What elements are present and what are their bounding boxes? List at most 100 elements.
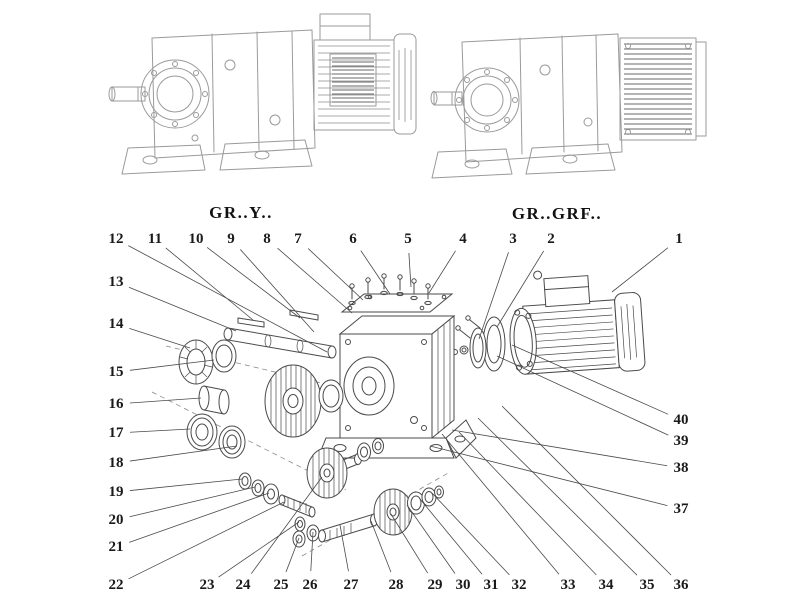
part-number-2: 2 — [547, 231, 555, 247]
input-shaft-assembly — [223, 309, 337, 359]
leader-line-9 — [240, 249, 315, 333]
leader-line-20 — [129, 486, 256, 518]
spacer-sleeve — [198, 385, 230, 415]
part-number-29: 29 — [428, 577, 443, 593]
leader-line-4 — [428, 250, 456, 294]
leader-line-2 — [496, 250, 545, 328]
leader-line-22 — [128, 501, 285, 580]
leader-line-15 — [129, 359, 215, 371]
part-number-11: 11 — [148, 231, 162, 247]
leader-line-23 — [218, 521, 300, 578]
part-number-12: 12 — [109, 231, 124, 247]
leader-line-34 — [458, 431, 597, 576]
shaft-key-2 — [289, 309, 319, 321]
leader-line-1 — [611, 247, 669, 293]
shaft-key-1 — [237, 317, 265, 328]
part-number-38: 38 — [674, 460, 689, 476]
part-number-34: 34 — [599, 577, 615, 593]
leader-line-21 — [129, 492, 270, 543]
motor-right-unit — [619, 37, 707, 141]
housing-cover — [340, 293, 454, 313]
part-number-10: 10 — [189, 231, 204, 247]
leader-line-14 — [129, 327, 191, 349]
leader-line-30 — [406, 504, 456, 574]
leader-line-13 — [128, 286, 237, 332]
leader-line-33 — [441, 433, 560, 575]
leader-line-19 — [129, 478, 243, 491]
leader-line-36 — [501, 405, 672, 576]
part-number-1: 1 — [675, 231, 683, 247]
part-number-18: 18 — [109, 455, 124, 471]
bearing-1 — [186, 413, 218, 451]
part-number-23: 23 — [200, 577, 215, 593]
part-number-39: 39 — [674, 433, 689, 449]
part-number-32: 32 — [512, 577, 527, 593]
part-number-5: 5 — [404, 231, 412, 247]
part-number-15: 15 — [109, 364, 124, 380]
gearmotor-top-right — [430, 33, 707, 179]
leader-line-17 — [129, 428, 191, 433]
output-shaft-right-unit — [430, 91, 463, 106]
leader-line-31 — [419, 498, 483, 575]
part-number-25: 25 — [274, 577, 289, 593]
part-number-7: 7 — [294, 231, 302, 247]
leader-line-26 — [310, 531, 314, 572]
part-number-40: 40 — [674, 412, 689, 428]
leader-line-32 — [431, 492, 510, 576]
part-number-35: 35 — [640, 577, 655, 593]
leader-line-5 — [408, 252, 412, 288]
leader-line-16 — [129, 397, 202, 404]
pinion-and-washers — [238, 472, 316, 532]
leader-line-28 — [370, 520, 392, 573]
output-boss-left-unit — [140, 59, 210, 129]
leader-line-25 — [285, 537, 300, 573]
output-boss-right-unit — [454, 67, 520, 133]
leader-line-40 — [511, 344, 669, 415]
large-gear — [264, 364, 322, 438]
part-number-8: 8 — [263, 231, 271, 247]
part-number-6: 6 — [349, 231, 357, 247]
leader-line-39 — [496, 355, 669, 436]
leader-line-3 — [478, 252, 509, 340]
input-flange-parts — [452, 315, 506, 372]
output-shaft-left-unit — [108, 86, 146, 102]
leader-line-7 — [307, 248, 364, 301]
leader-line-35 — [477, 417, 638, 576]
leader-line-37 — [429, 445, 668, 506]
part-number-13: 13 — [109, 274, 124, 290]
part-number-22: 22 — [109, 577, 124, 593]
part-number-21: 21 — [109, 539, 124, 555]
motor-left-unit — [313, 13, 417, 135]
leader-line-8 — [277, 247, 353, 314]
leader-line-38 — [451, 429, 668, 467]
part-number-4: 4 — [459, 231, 467, 247]
gearmotor-top-left — [108, 13, 417, 175]
output-gear — [373, 488, 413, 536]
part-number-14: 14 — [109, 316, 125, 332]
part-number-26: 26 — [303, 577, 319, 593]
leader-line-18 — [129, 445, 238, 462]
leader-line-10 — [206, 247, 301, 319]
leader-line-11 — [165, 247, 254, 321]
intermediate-gear-assembly — [306, 438, 384, 499]
part-number-3: 3 — [509, 231, 517, 247]
leader-line-12 — [128, 245, 328, 353]
part-number-33: 33 — [561, 577, 576, 593]
part-number-37: 37 — [674, 501, 690, 517]
motor-exploded — [509, 270, 646, 375]
part-number-16: 16 — [109, 396, 125, 412]
part-number-28: 28 — [389, 577, 404, 593]
part-number-9: 9 — [227, 231, 235, 247]
part-number-36: 36 — [674, 577, 690, 593]
output-shaft-assembly — [292, 485, 444, 548]
part-number-30: 30 — [456, 577, 471, 593]
variant-label-gr-y: GR..Y.. — [209, 203, 273, 222]
leader-line-6 — [360, 250, 391, 295]
part-number-19: 19 — [109, 484, 124, 500]
part-number-20: 20 — [109, 512, 124, 528]
cover-bolts — [348, 273, 432, 306]
part-number-17: 17 — [109, 425, 125, 441]
